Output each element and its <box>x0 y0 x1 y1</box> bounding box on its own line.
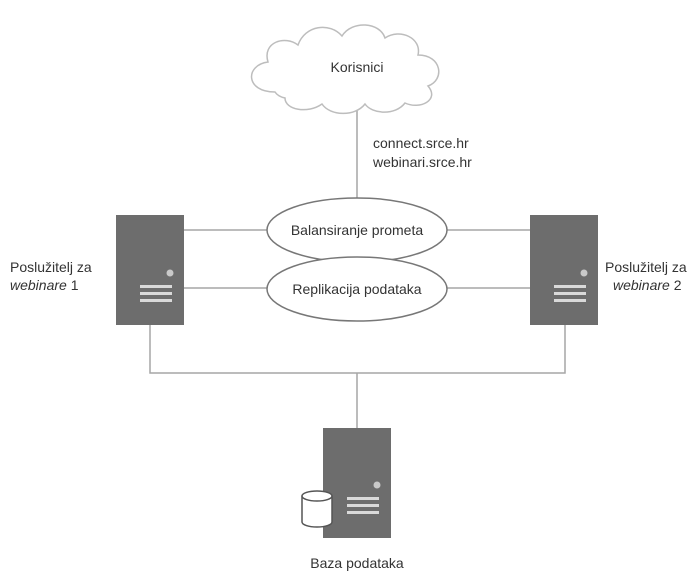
server-right-line2: webinare 2 <box>605 276 687 294</box>
connector-lines <box>149 108 566 428</box>
servers-to-database-line <box>149 325 566 374</box>
server-left-line1: Poslužitelj za <box>10 259 92 275</box>
server-left-icon <box>116 215 184 325</box>
server-right-num: 2 <box>669 277 682 293</box>
server-left-line2: webinare 1 <box>10 276 92 294</box>
database-server-icon <box>323 428 391 538</box>
database-label: Baza podataka <box>310 555 404 571</box>
server-left-italic: webinare <box>10 277 67 293</box>
server-right-italic: webinare <box>613 277 670 293</box>
balancing-label: Balansiranje prometa <box>290 222 424 238</box>
address-connect: connect.srce.hr <box>373 135 469 151</box>
database-cylinder-icon <box>301 490 333 528</box>
server-right-line1: Poslužitelj za <box>605 259 687 275</box>
replication-ellipse <box>266 256 448 322</box>
users-label: Korisnici <box>330 59 384 75</box>
address-webinari: webinari.srce.hr <box>373 154 472 170</box>
server-left-num: 1 <box>66 277 79 293</box>
replication-label: Replikacija podataka <box>292 281 422 297</box>
server-left-label: Poslužitelj za webinare 1 <box>10 258 92 294</box>
server-right-label: Poslužitelj za webinare 2 <box>605 258 687 294</box>
cloud-icon <box>250 24 440 115</box>
server-right-icon <box>530 215 598 325</box>
